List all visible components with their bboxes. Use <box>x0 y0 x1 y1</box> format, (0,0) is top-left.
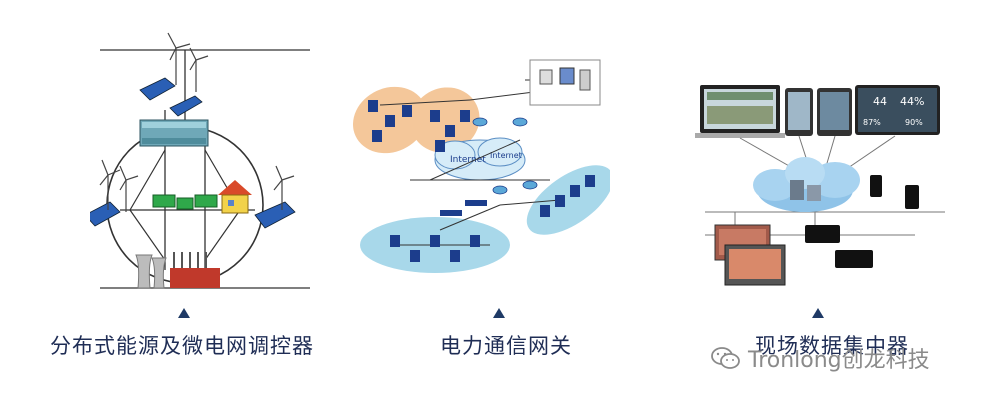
up-arrow-icon <box>812 308 824 318</box>
internet-label-b: Internet <box>490 151 522 160</box>
watermark: Tronlong创龙科技 <box>710 342 930 374</box>
gauge-value-3: 87% <box>863 118 881 127</box>
house-icon <box>218 180 252 213</box>
caption-microgrid-controller: 分布式能源及微电网调控器 <box>50 330 314 360</box>
microgrid-illustration <box>90 30 330 300</box>
data-concentrator-illustration: 44 44% 87% 90% <box>695 30 935 300</box>
up-arrow-icon <box>493 308 505 318</box>
gauge-value-4: 90% <box>905 118 923 127</box>
caption-power-gateway: 电力通信网关 <box>440 330 572 360</box>
gauge-value-1: 44 <box>873 95 887 108</box>
gauge-value-2: 44% <box>900 95 924 108</box>
cloud-icon <box>753 157 860 212</box>
gateway-network-illustration: Internet Internet <box>350 30 590 300</box>
wechat-icon <box>710 345 742 371</box>
concentrator-device-icon <box>715 225 873 285</box>
watermark-text: Tronlong创龙科技 <box>748 342 930 374</box>
up-arrow-icon <box>178 308 190 318</box>
